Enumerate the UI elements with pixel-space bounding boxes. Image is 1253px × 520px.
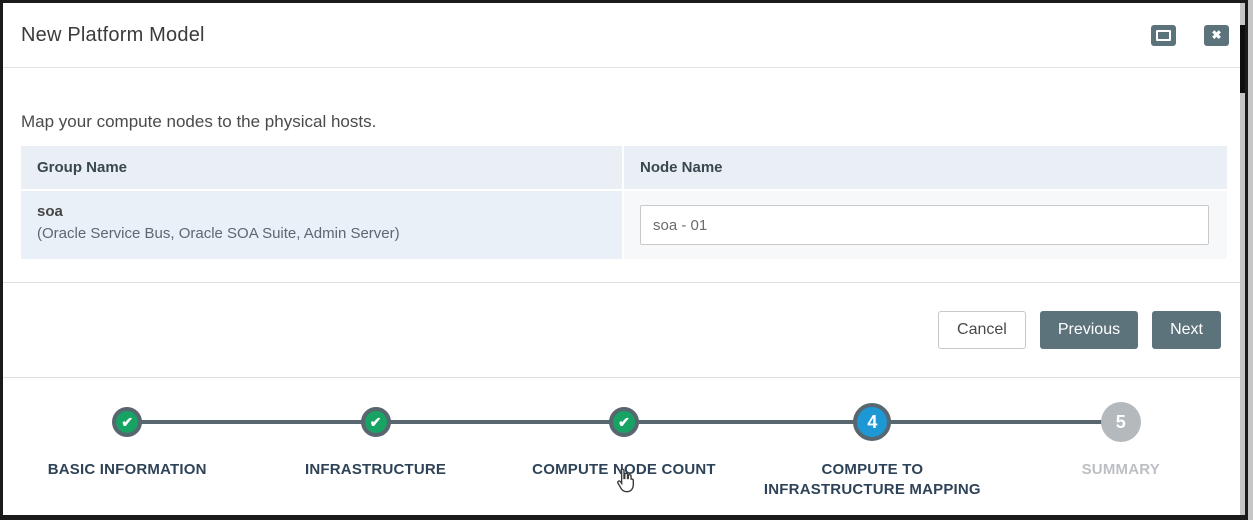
table-row: soa (Oracle Service Bus, Oracle SOA Suit… <box>21 190 1227 259</box>
step-label: INFRASTRUCTURE <box>305 461 447 478</box>
step-label: COMPUTE TO INFRASTRUCTURE MAPPING <box>763 461 981 498</box>
close-button[interactable]: ✖ <box>1204 24 1229 46</box>
title-bar: New Platform Model ✖ <box>3 3 1245 68</box>
cancel-button[interactable]: Cancel <box>938 311 1026 349</box>
step-marker-wrap: ✔ <box>608 392 639 452</box>
instruction-text: Map your compute nodes to the physical h… <box>21 112 377 131</box>
vertical-scrollbar[interactable] <box>1240 3 1245 515</box>
step-marker-wrap: ✔ <box>360 392 391 452</box>
step-label: BASIC INFORMATION <box>47 461 207 478</box>
group-name: soa <box>37 203 63 220</box>
node-mapping-table: Group Name Node Name soa (Oracle Service… <box>21 146 1227 259</box>
step-marker-wrap: 5 <box>1100 392 1141 452</box>
step-compute-node-count[interactable]: ✔ COMPUTE NODE COUNT <box>500 392 748 499</box>
node-name-cell <box>622 190 1227 259</box>
step-number-badge: 4 <box>853 403 892 441</box>
group-name-cell: soa (Oracle Service Bus, Oracle SOA Suit… <box>21 190 623 259</box>
table-header-row: Group Name Node Name <box>21 146 1227 191</box>
group-detail: (Oracle Service Bus, Oracle SOA Suite, A… <box>37 225 400 242</box>
previous-button[interactable]: Previous <box>1039 311 1139 349</box>
column-header-group-name: Group Name <box>21 146 623 191</box>
window-controls: ✖ <box>1151 24 1229 46</box>
column-header-node-name: Node Name <box>622 146 1227 191</box>
restore-window-button[interactable] <box>1151 24 1176 46</box>
restore-window-icon <box>1156 30 1171 41</box>
step-marker-wrap: 4 <box>853 392 892 452</box>
step-basic-information[interactable]: ✔ BASIC INFORMATION <box>3 392 251 499</box>
close-icon: ✖ <box>1211 28 1222 42</box>
step-complete-check-icon: ✔ <box>112 407 143 437</box>
scrollbar-thumb[interactable] <box>1240 25 1245 93</box>
node-name-input[interactable] <box>640 205 1209 245</box>
step-summary[interactable]: 5 SUMMARY <box>997 392 1245 499</box>
step-label: SUMMARY <box>1081 461 1160 478</box>
dialog-title: New Platform Model <box>21 23 205 46</box>
footer-divider <box>3 282 1245 283</box>
dialog-body: Map your compute nodes to the physical h… <box>3 112 1245 259</box>
step-number-badge: 5 <box>1100 402 1141 442</box>
step-marker-wrap: ✔ <box>112 392 143 452</box>
footer-actions: Cancel Previous Next <box>3 283 1245 377</box>
next-button[interactable]: Next <box>1152 311 1221 349</box>
step-compute-to-infrastructure-mapping[interactable]: 4 COMPUTE TO INFRASTRUCTURE MAPPING <box>748 392 996 499</box>
step-complete-check-icon: ✔ <box>360 407 391 437</box>
step-label: COMPUTE NODE COUNT <box>532 461 716 478</box>
wizard-stepper: ✔ BASIC INFORMATION ✔ INFRASTRUCTURE ✔ C… <box>3 377 1245 499</box>
step-infrastructure[interactable]: ✔ INFRASTRUCTURE <box>251 392 499 499</box>
step-complete-check-icon: ✔ <box>608 407 639 437</box>
